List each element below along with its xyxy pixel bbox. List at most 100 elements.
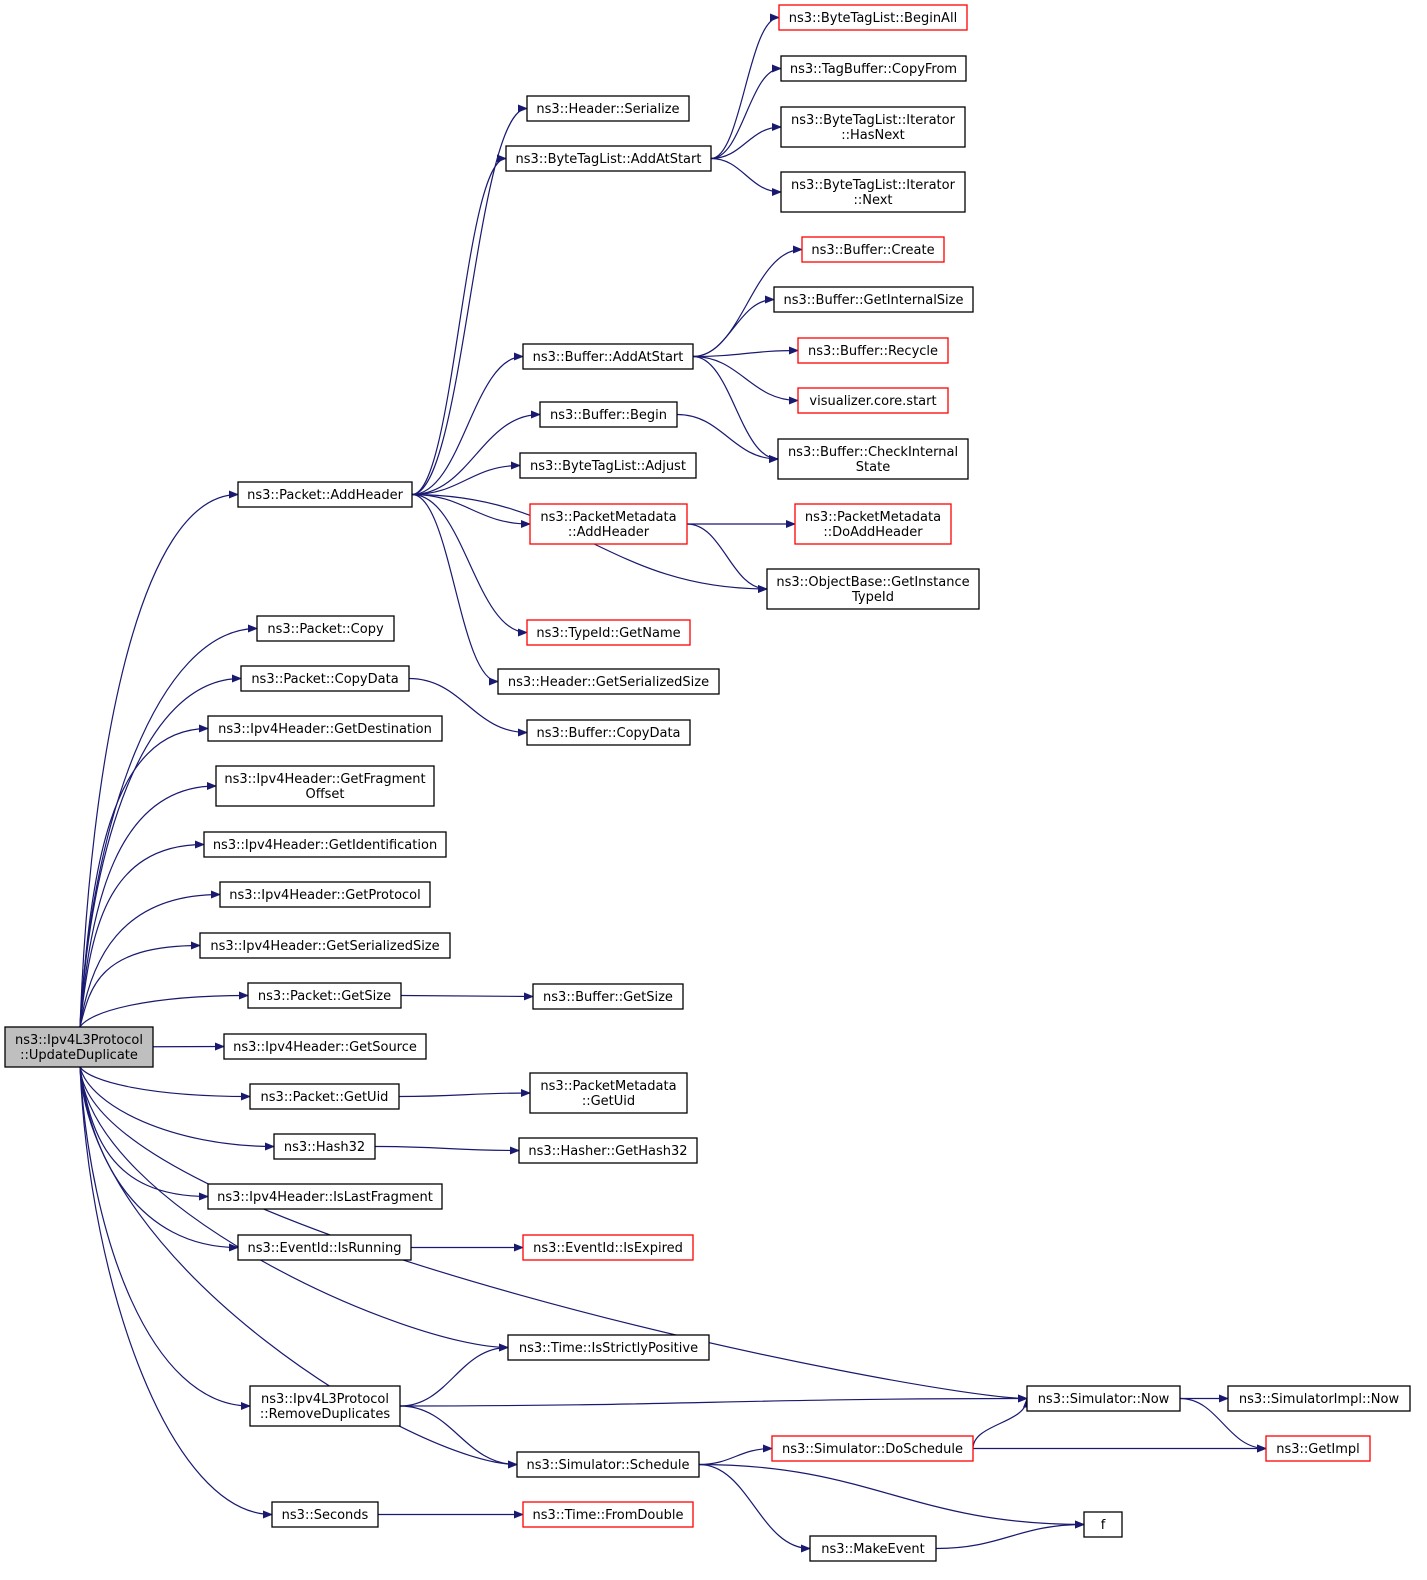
node-label: ::GetUid: [582, 1094, 635, 1109]
node-label: ns3::Time::FromDouble: [533, 1508, 684, 1523]
edge-root-to-seconds: [79, 1066, 273, 1519]
node-box: [516, 1451, 700, 1478]
node-box: [777, 438, 969, 480]
edge-pkt_addheader-to-buf_addatstart: [411, 352, 524, 496]
edge-pkt_getuid-to-pm_getuid: [398, 1089, 531, 1098]
edge-pkt_getsize-to-buf_getsize: [400, 992, 534, 1001]
node-box: [203, 831, 447, 858]
node-sim-doschedule[interactable]: ns3::Simulator::DoSchedule: [771, 1435, 974, 1462]
node-ipv4-removeduplicates[interactable]: ns3::Ipv4L3Protocol::RemoveDuplicates: [249, 1385, 401, 1427]
node-seconds[interactable]: ns3::Seconds: [271, 1501, 379, 1528]
node-btl-beginall[interactable]: ns3::ByteTagList::BeginAll: [778, 4, 968, 31]
node-box: [797, 387, 949, 414]
edge-hash32-to-hasher_gethash32: [374, 1145, 520, 1155]
edge-ipv4_removeduplicates-to-sim_now: [399, 1394, 1028, 1407]
node-makeevent[interactable]: ns3::MakeEvent: [809, 1535, 937, 1562]
node-buf-copydata[interactable]: ns3::Buffer::CopyData: [526, 719, 691, 746]
node-sim-now[interactable]: ns3::Simulator::Now: [1026, 1385, 1181, 1412]
node-viz-start[interactable]: visualizer.core.start: [797, 387, 949, 414]
edge-sim_schedule-to-makeevent: [698, 1463, 811, 1553]
node-label: ns3::Simulator::DoSchedule: [782, 1442, 963, 1457]
node-box: [780, 106, 966, 148]
node-box: [532, 983, 684, 1010]
node-box: [249, 1083, 400, 1110]
edge-makeevent-to-f: [935, 1520, 1085, 1550]
node-label: ns3::Buffer::GetSize: [543, 990, 673, 1005]
node-buf-create[interactable]: ns3::Buffer::Create: [801, 236, 945, 263]
node-time-isstrictlypositive[interactable]: ns3::Time::IsStrictlyPositive: [507, 1334, 710, 1361]
node-label: ns3::EventId::IsRunning: [247, 1241, 401, 1256]
node-buf-begin[interactable]: ns3::Buffer::Begin: [539, 401, 678, 428]
node-box: [526, 619, 691, 646]
node-buf-addatstart[interactable]: ns3::Buffer::AddAtStart: [522, 343, 694, 370]
node-pkt-copydata[interactable]: ns3::Packet::CopyData: [240, 665, 410, 692]
edge-sim_schedule-to-sim_doschedule: [698, 1444, 773, 1466]
node-btl-it-next[interactable]: ns3::ByteTagList::Iterator::Next: [780, 171, 966, 213]
node-ipv4-getserializedsize[interactable]: ns3::Ipv4Header::GetSerializedSize: [199, 932, 451, 959]
node-typeid-getname[interactable]: ns3::TypeId::GetName: [526, 619, 691, 646]
node-label: ns3::Header::Serialize: [536, 102, 679, 117]
node-label: ns3::Ipv4Header::GetDestination: [218, 722, 432, 737]
node-pm-addheader[interactable]: ns3::PacketMetadata::AddHeader: [529, 503, 688, 545]
node-sim-schedule[interactable]: ns3::Simulator::Schedule: [516, 1451, 700, 1478]
node-btl-addatstart[interactable]: ns3::ByteTagList::AddAtStart: [505, 145, 712, 172]
node-f[interactable]: f: [1083, 1511, 1123, 1538]
edges-layer: [79, 13, 1267, 1553]
node-box: [256, 615, 395, 642]
node-buf-getinternalsize[interactable]: ns3::Buffer::GetInternalSize: [773, 286, 974, 313]
node-box: [529, 1072, 688, 1114]
node-eventid-isexpired[interactable]: ns3::EventId::IsExpired: [522, 1234, 694, 1261]
node-pkt-addheader[interactable]: ns3::Packet::AddHeader: [237, 481, 413, 508]
node-box: [801, 236, 945, 263]
node-box: [199, 932, 451, 959]
node-label: ns3::Hasher::GetHash32: [528, 1144, 687, 1159]
node-label: ns3::PacketMetadata: [805, 510, 941, 525]
node-time-fromdouble[interactable]: ns3::Time::FromDouble: [522, 1501, 694, 1528]
node-ipv4-islastfragment[interactable]: ns3::Ipv4Header::IsLastFragment: [207, 1183, 443, 1210]
node-hasher-gethash32[interactable]: ns3::Hasher::GetHash32: [518, 1137, 698, 1164]
edge-root-to-ipv4_getprotocol: [79, 890, 221, 1028]
node-label: ns3::PacketMetadata: [540, 1079, 676, 1094]
edge-pm_addheader-to-ob_getinstancetypeid: [686, 523, 768, 593]
node-hdr-serialize[interactable]: ns3::Header::Serialize: [526, 95, 690, 122]
node-label: ns3::MakeEvent: [821, 1542, 925, 1557]
node-eventid-isrunning[interactable]: ns3::EventId::IsRunning: [237, 1234, 412, 1261]
node-ipv4-getidentification[interactable]: ns3::Ipv4Header::GetIdentification: [203, 831, 447, 858]
node-ipv4-getprotocol[interactable]: ns3::Ipv4Header::GetProtocol: [219, 881, 431, 908]
node-btl-adjust[interactable]: ns3::ByteTagList::Adjust: [519, 452, 697, 479]
edge-buf_addatstart-to-viz_start: [692, 355, 799, 405]
node-pkt-getuid[interactable]: ns3::Packet::GetUid: [249, 1083, 400, 1110]
node-box: [522, 1234, 694, 1261]
node-pkt-copy[interactable]: ns3::Packet::Copy: [256, 615, 395, 642]
edge-root-to-hash32: [79, 1066, 275, 1151]
node-ipv4-getsource[interactable]: ns3::Ipv4Header::GetSource: [223, 1033, 427, 1060]
node-box: [223, 1033, 427, 1060]
node-label: ns3::Hash32: [284, 1140, 365, 1155]
node-buf-recycle[interactable]: ns3::Buffer::Recycle: [797, 337, 949, 364]
node-label: ns3::Ipv4L3Protocol: [15, 1033, 143, 1048]
node-tagbuf-copyfrom[interactable]: ns3::TagBuffer::CopyFrom: [780, 55, 967, 82]
node-pkt-getsize[interactable]: ns3::Packet::GetSize: [247, 982, 402, 1009]
node-pm-doaddheader[interactable]: ns3::PacketMetadata::DoAddHeader: [794, 503, 952, 545]
node-hash32[interactable]: ns3::Hash32: [273, 1133, 376, 1160]
node-label: ns3::SimulatorImpl::Now: [1239, 1392, 1400, 1407]
node-root: ns3::Ipv4L3Protocol::UpdateDuplicate: [4, 1026, 154, 1068]
node-getimpl[interactable]: ns3::GetImpl: [1265, 1435, 1371, 1462]
node-label: ns3::ByteTagList::AddAtStart: [516, 152, 702, 167]
edge-btl_addatstart-to-tagbuf_copyfrom: [710, 64, 782, 160]
node-buf-getsize[interactable]: ns3::Buffer::GetSize: [532, 983, 684, 1010]
edge-root-to-pkt_addheader: [79, 490, 239, 1028]
edge-pkt_addheader-to-typeid_getname: [411, 493, 528, 637]
node-label: ns3::ByteTagList::Iterator: [791, 178, 956, 193]
node-hdr-getserializedsize[interactable]: ns3::Header::GetSerializedSize: [497, 668, 720, 695]
node-simimpl-now[interactable]: ns3::SimulatorImpl::Now: [1227, 1385, 1411, 1412]
node-pm-getuid[interactable]: ns3::PacketMetadata::GetUid: [529, 1072, 688, 1114]
node-label: ns3::Ipv4Header::GetFragment: [224, 772, 425, 787]
node-ipv4-getdestination[interactable]: ns3::Ipv4Header::GetDestination: [207, 715, 443, 742]
node-box: [526, 719, 691, 746]
edge-pkt_addheader-to-buf_begin: [411, 410, 541, 496]
node-btl-it-hasnext[interactable]: ns3::ByteTagList::Iterator::HasNext: [780, 106, 966, 148]
